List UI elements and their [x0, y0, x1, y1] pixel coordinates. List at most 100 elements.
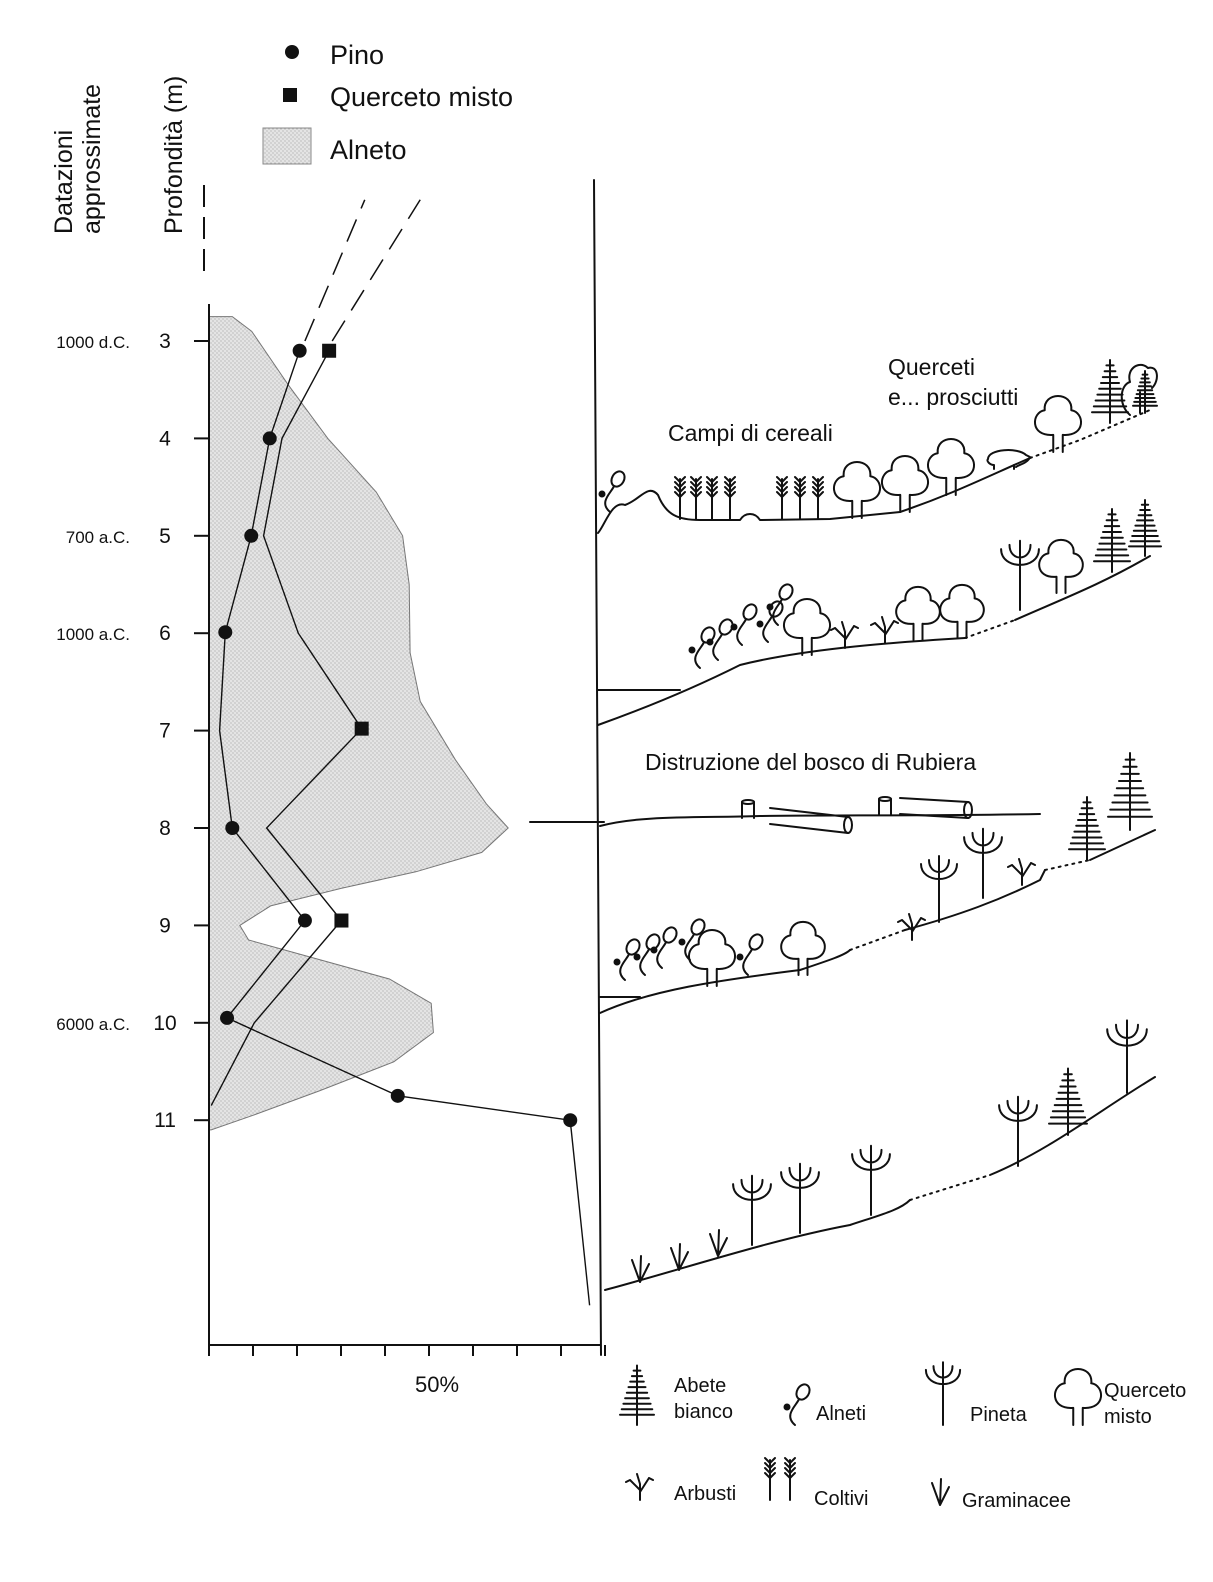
key-label: Abete [674, 1375, 726, 1397]
pine-icon [920, 855, 958, 923]
label-campi-di-cereali: Campi di cereali [668, 420, 833, 446]
shrub-icon [870, 616, 899, 644]
cereal-icon [764, 1457, 776, 1501]
querceto-point [322, 343, 337, 358]
legend-pino-marker [285, 45, 299, 59]
log-icon [899, 797, 969, 819]
fir-icon [1107, 752, 1153, 831]
scene-panel-1 [598, 359, 1158, 520]
series-markers [218, 343, 578, 1128]
pine-icon [1106, 1019, 1148, 1094]
label-querceti: Querceti [888, 354, 975, 380]
vegetation-scene: Campi di cereali Querceti e... prosciutt… [529, 179, 1162, 1356]
key-label: Graminacee [962, 1490, 1071, 1512]
ground-line-4-dotted-right [1044, 859, 1091, 871]
axis-titles: Datazioni approssimate Profondità (m) [50, 76, 188, 234]
stump-top [878, 796, 892, 802]
cereal-icon [776, 476, 788, 520]
alder-leaf [700, 626, 716, 644]
pino-point [218, 625, 233, 640]
key-label: Arbusti [674, 1483, 736, 1505]
depth-tick-label: 6 [159, 622, 171, 645]
key-label: misto [1104, 1406, 1152, 1428]
alder-icon [742, 948, 753, 976]
shrub-tree-icon [1120, 363, 1158, 416]
pine-icon [963, 827, 1003, 899]
depth-tick-label: 7 [159, 720, 171, 743]
oak-icon [939, 584, 985, 639]
cereal-icon [794, 476, 806, 520]
alder-leaf [718, 618, 734, 636]
alder-seed [736, 953, 744, 961]
fir-icon [1091, 359, 1129, 424]
alder-seed [688, 646, 696, 654]
grass-icon [709, 1229, 728, 1257]
shrub-icon [625, 1473, 654, 1501]
alder-leaf [690, 918, 706, 936]
legend-pino-label: Pino [330, 40, 384, 70]
date-label: 6000 a.C. [56, 1015, 130, 1034]
legend-querceto-label: Querceto misto [330, 82, 513, 112]
ground-line-4 [599, 949, 851, 1014]
oak-icon [895, 586, 941, 641]
alder-icon [656, 941, 667, 969]
shrub-icon [830, 621, 859, 649]
pine-icon [851, 1144, 891, 1216]
depth-tick-label: 9 [159, 914, 171, 937]
pine-icon [924, 1361, 962, 1426]
querceto-point [354, 721, 369, 736]
log-end [843, 816, 853, 834]
key-label: Alneti [816, 1403, 866, 1425]
alder-seed [650, 946, 658, 954]
dates-axis-title-line1: Datazioni [50, 130, 78, 234]
pino-point [225, 821, 240, 835]
ground-line-top [597, 457, 1031, 534]
key-label: bianco [674, 1401, 733, 1423]
pino-point [262, 431, 277, 446]
label-distruzione: Distruzione del bosco di Rubiera [645, 749, 976, 775]
scene-divider [593, 179, 602, 1356]
alder-icon [639, 948, 650, 976]
depth-tick-label: 5 [159, 525, 171, 548]
stump-icon [878, 798, 892, 816]
oak-icon [1038, 539, 1084, 594]
cereal-icon [706, 476, 718, 520]
alder-seed [730, 623, 738, 631]
ground-line-2-right [1014, 555, 1151, 621]
oak-icon [833, 461, 881, 519]
key-label: Coltivi [814, 1488, 868, 1510]
pino-point [297, 913, 312, 928]
pino-point [220, 1010, 235, 1025]
date-label: 1000 d.C. [56, 333, 130, 352]
grass-icon [670, 1243, 689, 1271]
alder-seed [598, 490, 606, 498]
depth-tick-label: 11 [154, 1109, 176, 1132]
cereal-icon [674, 476, 686, 520]
alder-icon [684, 933, 695, 961]
grass-icon [931, 1478, 950, 1506]
scene-panel-3 [741, 752, 1153, 861]
pino-dashed-extension [304, 199, 366, 342]
querceto-point [334, 913, 349, 928]
alder-leaf [795, 1383, 811, 1401]
fir-icon [1128, 499, 1162, 557]
cereal-icon [784, 1457, 796, 1501]
label-prosciutti: e... prosciutti [888, 384, 1018, 410]
depth-axis-title: Profondità (m) [160, 76, 188, 234]
alder-icon [772, 598, 783, 626]
plot-axes [203, 185, 601, 1346]
key-label: Pineta [970, 1404, 1028, 1426]
alder-seed [613, 958, 621, 966]
cereal-icon [812, 476, 824, 520]
fir-icon [1093, 508, 1131, 573]
pine-icon [998, 1095, 1038, 1167]
alder-leaf [645, 933, 661, 951]
key-label: Querceto [1104, 1380, 1186, 1402]
depth-tick-label: 4 [159, 427, 171, 450]
dates-axis-title-line2: approssimate [78, 84, 106, 234]
date-label: 1000 a.C. [56, 625, 130, 644]
oak-icon [1054, 1368, 1102, 1426]
